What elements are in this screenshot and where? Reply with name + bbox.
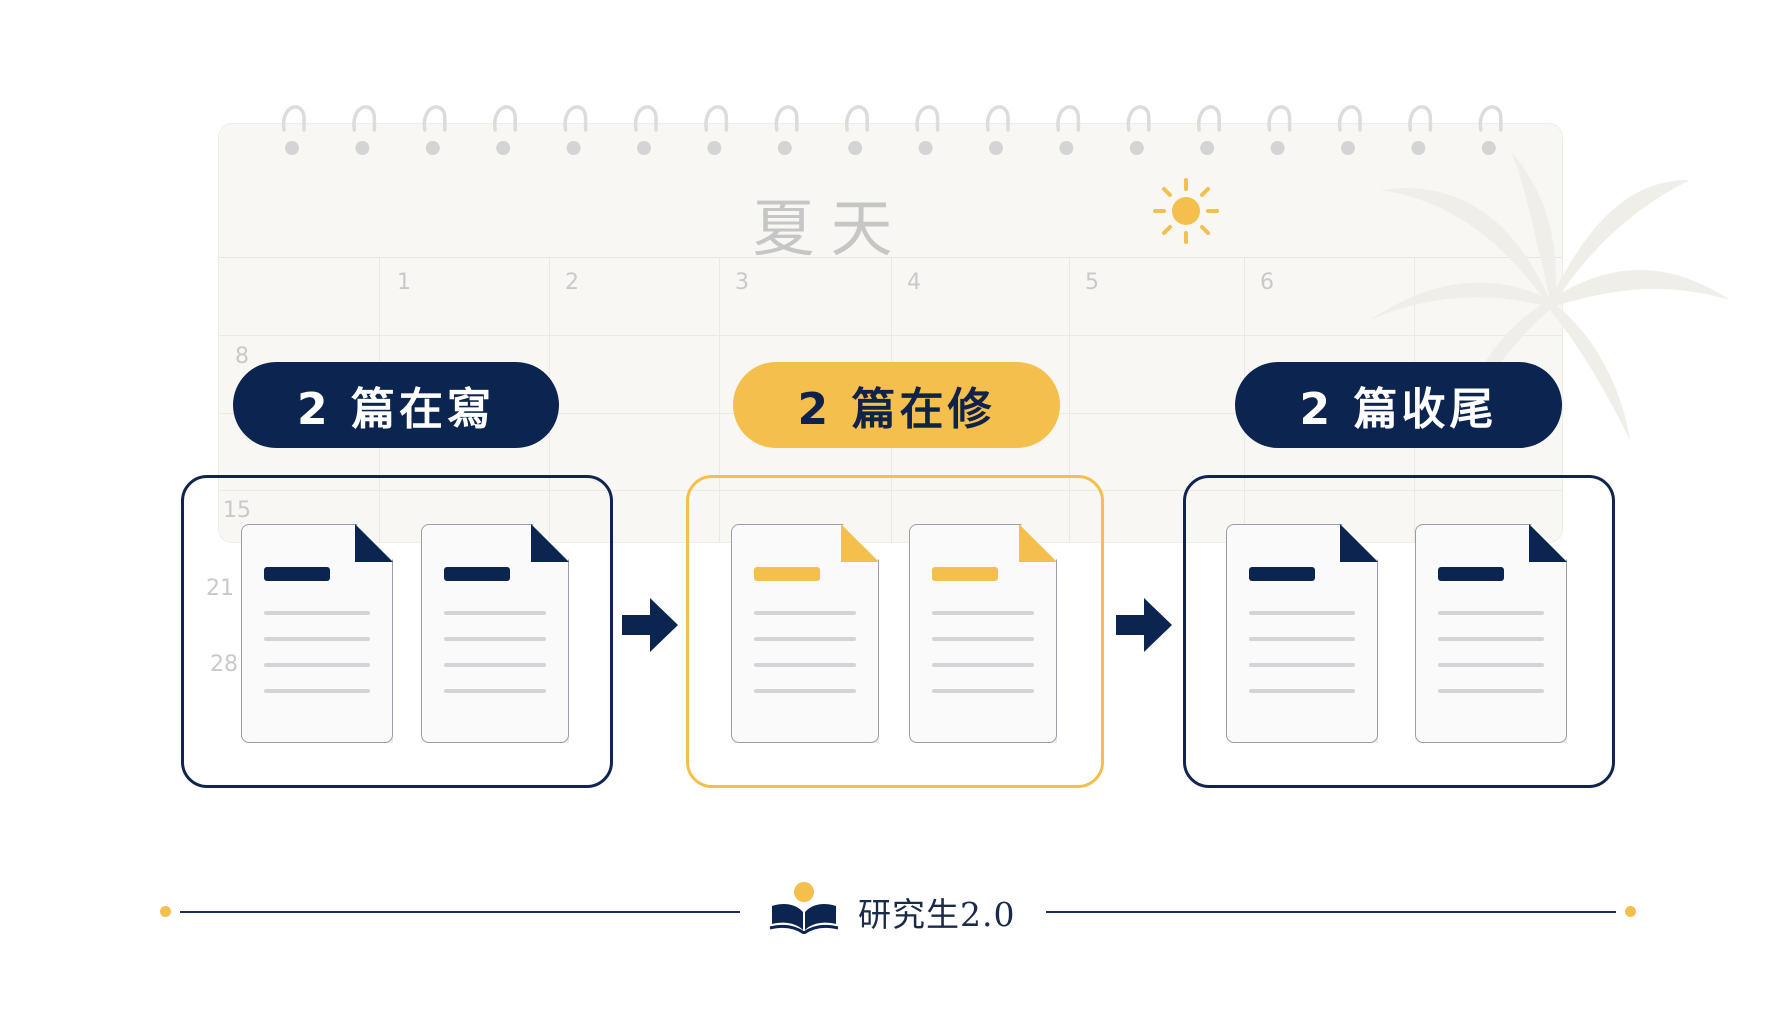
spiral-ring (281, 105, 306, 155)
calendar-week-number: 8 (235, 344, 249, 369)
spiral-ring (1126, 105, 1151, 155)
document-icon (1226, 524, 1378, 743)
calendar-day-number: 2 (565, 270, 579, 295)
document-icon (731, 524, 879, 743)
calendar-day-number: 5 (1085, 270, 1099, 295)
stage-pill-revising: 2 篇在修 (733, 362, 1060, 448)
open-book-icon (769, 882, 839, 934)
calendar-week-number: 28 (210, 652, 238, 677)
calendar-day-number: 6 (1260, 270, 1274, 295)
calendar-spiral-rings (281, 105, 1503, 155)
spiral-ring (774, 105, 799, 155)
spiral-ring (985, 105, 1010, 155)
spiral-ring (1197, 105, 1221, 155)
spiral-ring (845, 105, 869, 155)
spiral-ring (915, 105, 940, 155)
calendar-week-number: 21 (206, 576, 234, 601)
spiral-ring (1408, 105, 1433, 155)
spiral-ring (563, 105, 588, 155)
footer-divider-right (1046, 911, 1616, 913)
calendar-day-number: 4 (907, 270, 921, 295)
calendar-day-number: 3 (735, 270, 749, 295)
calendar-week-number: 15 (223, 498, 251, 523)
footer-dot-right (1625, 906, 1636, 917)
stage-box-writing (181, 475, 613, 788)
arrow-right-icon (1116, 598, 1172, 652)
footer-dot-left (160, 906, 171, 917)
document-icon (421, 524, 569, 743)
calendar-title: 夏天 (752, 192, 909, 265)
spiral-ring (633, 105, 658, 155)
background-calendar: 夏天 1 2 3 4 5 6 8 15 (218, 123, 1563, 543)
stage-box-revising (686, 475, 1104, 788)
calendar-day-number: 1 (397, 270, 411, 295)
sun-icon (1153, 178, 1219, 244)
spiral-ring (493, 105, 517, 155)
spiral-ring (1337, 105, 1362, 155)
document-icon (241, 524, 393, 743)
spiral-ring (704, 105, 729, 155)
stage-pill-finishing: 2 篇收尾 (1235, 362, 1562, 448)
spiral-ring (1056, 105, 1081, 155)
spiral-ring (352, 105, 377, 155)
stage-pill-writing: 2 篇在寫 (233, 362, 559, 448)
calendar-header: 夏天 (219, 124, 1562, 265)
document-icon (1415, 524, 1567, 743)
footer-divider-left (180, 911, 740, 913)
arrow-right-icon (622, 598, 678, 652)
spiral-ring (422, 105, 447, 155)
document-icon (909, 524, 1057, 743)
spiral-ring (1267, 105, 1292, 155)
brand-name: 研究生2.0 (858, 895, 1016, 934)
palm-tree-icon (1370, 150, 1730, 440)
stage-box-finishing (1183, 475, 1615, 788)
spiral-ring (1478, 105, 1503, 155)
